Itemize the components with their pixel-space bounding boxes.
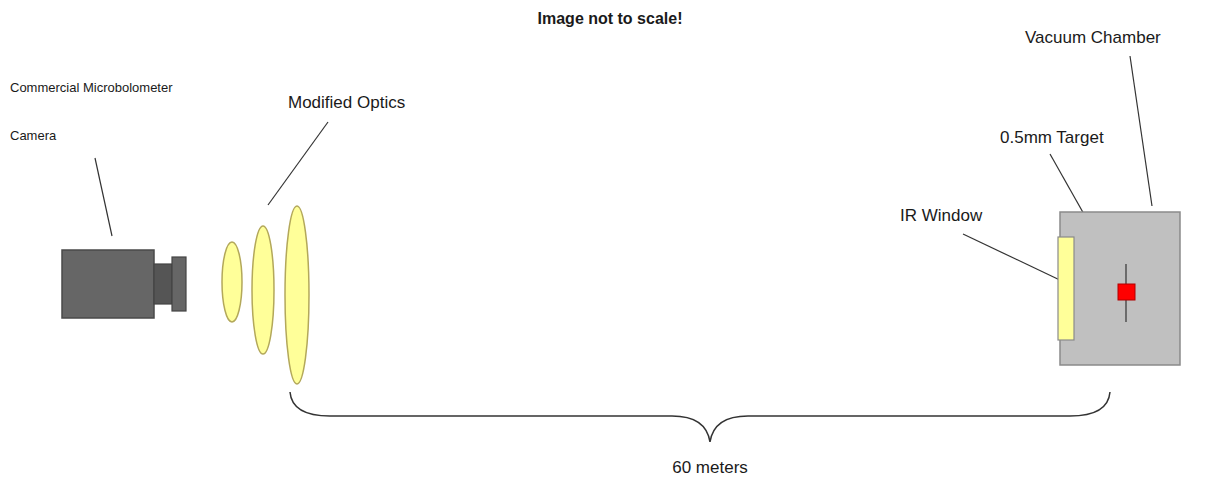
leader-line (268, 122, 328, 205)
distance-brace (290, 392, 1110, 442)
camera-body (62, 250, 154, 318)
leader-line (1130, 56, 1152, 206)
lens (222, 242, 242, 322)
camera-label: Camera (10, 128, 56, 143)
camera-label: Commercial Microbolometer (10, 80, 173, 95)
vacuum-chamber (1060, 212, 1180, 365)
ir-window (1058, 237, 1074, 340)
distance-label: 60 meters (672, 458, 748, 478)
leader-line (95, 158, 112, 236)
window-label: IR Window (900, 206, 982, 226)
target (1118, 284, 1135, 300)
lens (285, 206, 309, 384)
chamber-label: Vacuum Chamber (1025, 28, 1161, 48)
target-label: 0.5mm Target (1000, 128, 1104, 148)
camera-mount (154, 264, 172, 304)
optics-label: Modified Optics (288, 93, 405, 113)
leader-line (963, 234, 1064, 282)
diagram-title: Image not to scale! (538, 10, 683, 28)
lens (252, 226, 274, 354)
camera-lens (172, 257, 186, 311)
